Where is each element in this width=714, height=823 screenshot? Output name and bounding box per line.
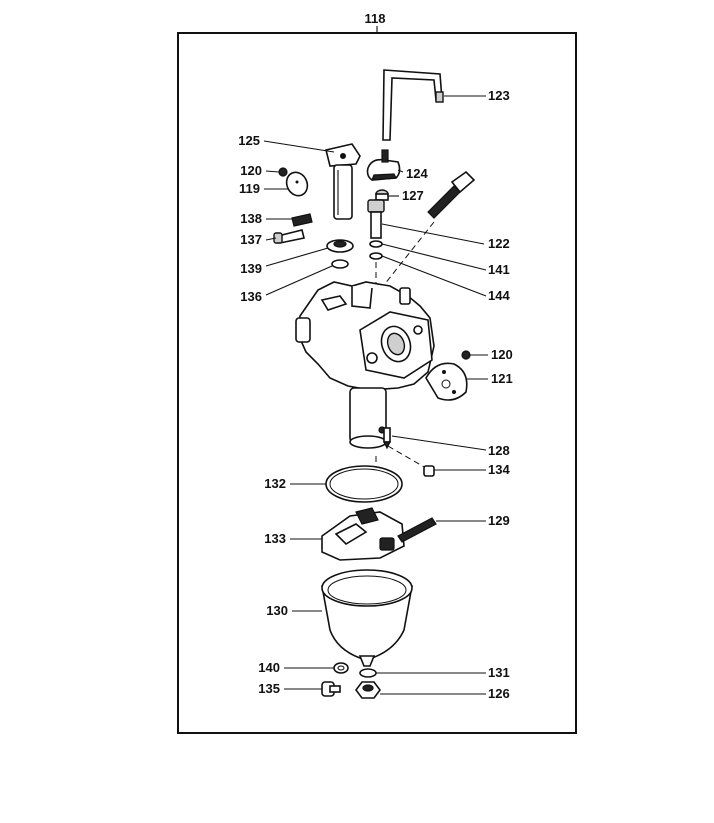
- assembly-dash-3: [387, 445, 427, 469]
- part-120-screw-right: [461, 350, 471, 360]
- part-126-nut: [355, 681, 381, 699]
- part-133-float: [321, 507, 405, 561]
- callout-140: 140: [258, 660, 280, 675]
- callout-138: 138: [240, 211, 262, 226]
- part-140-washer: [333, 662, 349, 674]
- part-122-main-jet: [367, 199, 385, 239]
- part-119-throttle-plate: [285, 171, 309, 197]
- part-137-idle-screw: [273, 229, 305, 244]
- part-131-washer: [359, 668, 377, 678]
- callout-122: 122: [488, 236, 510, 251]
- part-130-float-bowl: [321, 569, 413, 667]
- part-132-bowl-gasket: [325, 465, 403, 503]
- part-135-screw: [321, 681, 341, 697]
- part-141-o-ring: [369, 240, 383, 248]
- callout-120-right: 120: [491, 347, 513, 362]
- callout-121: 121: [491, 371, 513, 386]
- part-mixture-screw: [427, 170, 476, 219]
- part-139-bushing: [326, 239, 354, 253]
- callout-136: 136: [240, 289, 262, 304]
- callout-131: 131: [488, 665, 510, 680]
- part-carburetor-body: [295, 281, 435, 449]
- part-125-throttle-shaft: [325, 143, 361, 220]
- callout-137: 137: [240, 232, 262, 247]
- callout-124: 124: [406, 166, 428, 181]
- part-124-cam: [366, 149, 401, 181]
- part-144-o-ring: [369, 252, 383, 260]
- callout-128: 128: [488, 443, 510, 458]
- callout-126: 126: [488, 686, 510, 701]
- assembly-dash-2: [379, 221, 435, 291]
- diagram-frame: [177, 32, 577, 734]
- callout-129: 129: [488, 513, 510, 528]
- part-120-screw-top: [278, 167, 288, 177]
- callout-123: 123: [488, 88, 510, 103]
- part-138-spring: [291, 213, 313, 227]
- part-129-float-pin: [397, 517, 437, 543]
- part-128-needle: [383, 427, 391, 450]
- part-121-gasket: [425, 362, 468, 401]
- callout-125: 125: [238, 133, 260, 148]
- callout-132: 132: [264, 476, 286, 491]
- callout-134: 134: [488, 462, 510, 477]
- part-127-plug: [375, 189, 389, 201]
- callout-120-top: 120: [240, 163, 262, 178]
- callout-141: 141: [488, 262, 510, 277]
- leader-lines: [263, 95, 488, 695]
- callout-144: 144: [488, 288, 510, 303]
- part-123-choke-link: [382, 69, 444, 141]
- callout-139: 139: [240, 261, 262, 276]
- assembly-number: 118: [365, 11, 386, 26]
- part-134-seat: [423, 465, 435, 477]
- callout-127: 127: [402, 188, 424, 203]
- callout-135: 135: [258, 681, 280, 696]
- callout-119: 119: [239, 181, 260, 196]
- part-136-seal: [331, 259, 349, 269]
- callout-130: 130: [266, 603, 288, 618]
- callout-133: 133: [264, 531, 286, 546]
